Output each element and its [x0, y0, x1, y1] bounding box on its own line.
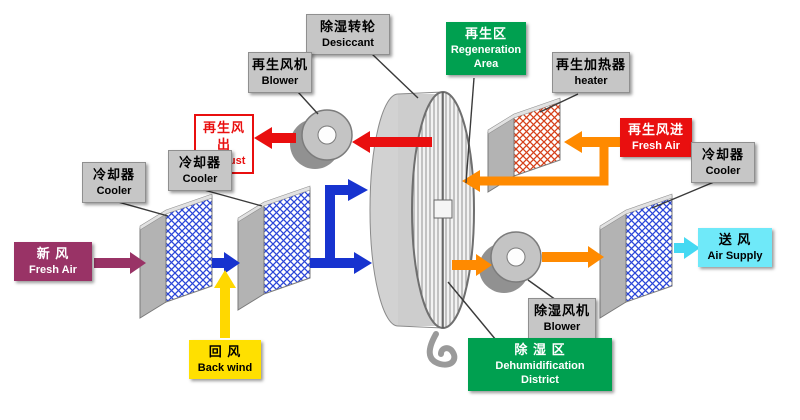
process-to-blower-arrow: [452, 254, 492, 276]
back-wind-label: 回 风 Back wind: [189, 340, 261, 380]
cooler-right-label: 冷却器 Cooler: [691, 142, 755, 184]
dehumidification-blower: [479, 231, 542, 293]
cooler-unit-left: [139, 193, 213, 319]
desiccant-label: 除湿转轮 Desiccant: [306, 14, 390, 56]
heater-leader: [539, 93, 579, 113]
regen-blower-leader: [297, 91, 319, 115]
leader-lines: [117, 53, 715, 341]
cooler-unit-middle: [237, 185, 311, 311]
dehum-district-leader: [447, 281, 497, 341]
dehum-blower-label: 除湿风机 Blower: [528, 298, 596, 340]
cooler-middle-label: 冷却器 Cooler: [168, 150, 232, 192]
regen-fresh-air-arrow: [564, 131, 632, 153]
regeneration-heater-label: 再生加热器 heater: [552, 52, 630, 94]
regen-fresh-air-label: 再生风进 Fresh Air: [620, 118, 692, 158]
regeneration-blower: [290, 109, 353, 169]
regen-into-wheel-elbow-arrow: [462, 147, 609, 192]
cooler-top-edge: [139, 193, 213, 231]
regeneration-heater-unit: [487, 97, 561, 193]
fresh-air-label: 新 风 Fresh Air: [14, 242, 92, 282]
blower-inlet-hole: [317, 125, 337, 145]
cooler-left-label: 冷却器 Cooler: [82, 162, 146, 204]
desiccant-leader: [371, 53, 419, 99]
regeneration-area-label: 再生区 Regeneration Area: [446, 22, 526, 76]
back-wind-arrow: [214, 270, 236, 338]
air-supply-arrow: [674, 237, 700, 259]
regen-exhaust-arrow-2: [254, 127, 296, 149]
cooler-middle-leader: [203, 189, 263, 207]
blower-to-cooler-arrow: [542, 246, 604, 268]
fresh-air-arrow: [94, 252, 146, 274]
process-air-arrow-2: [310, 252, 372, 274]
desiccant-wheel: [369, 91, 475, 329]
cooler-top-edge: [599, 193, 673, 231]
dehum-blower-leader: [527, 279, 557, 301]
wheel-rotation-curl: [426, 331, 458, 368]
dehum-district-label: 除 湿 区 Dehumidification District: [468, 338, 612, 392]
regeneration-blower-label: 再生风机 Blower: [248, 52, 312, 94]
wheel-body-edges: [397, 91, 444, 329]
air-supply-label: 送 风 Air Supply: [698, 228, 772, 268]
process-air-arrow-1: [212, 252, 240, 274]
cooler-left-leader: [117, 201, 169, 217]
wheel-hub: [433, 199, 453, 219]
cooler-right-leader: [651, 181, 715, 209]
cooler-top-edge: [237, 185, 311, 223]
regen-area-leader: [465, 77, 475, 184]
process-air-elbow-arrow: [325, 179, 368, 268]
cooler-unit-right: [599, 193, 673, 319]
regen-exhaust-arrow-1: [352, 131, 432, 153]
blower-inlet-hole: [506, 247, 526, 267]
